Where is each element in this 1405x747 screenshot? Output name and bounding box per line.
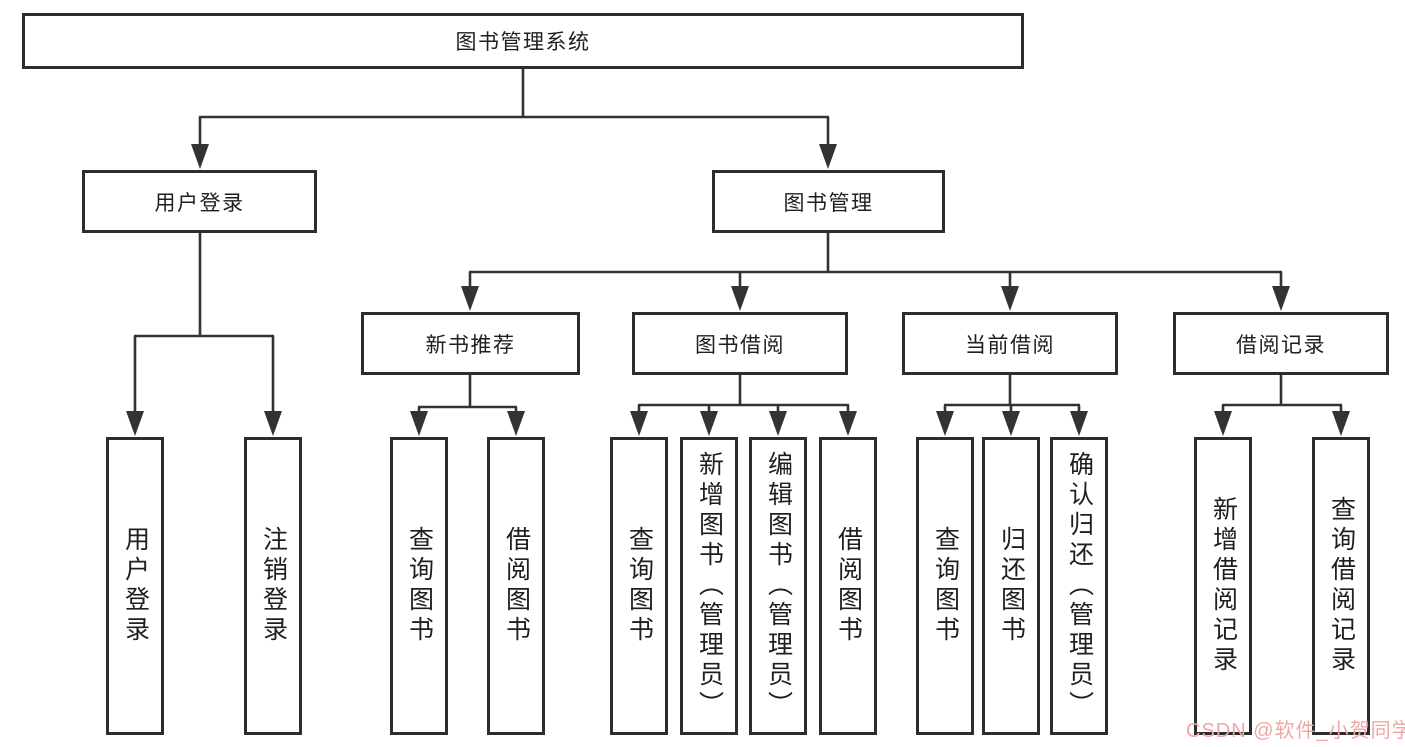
connector-book-management-to-level3	[468, 233, 1283, 288]
node-label: 图书借阅	[695, 333, 785, 357]
arrow-to-leaf-nbr-borrow	[507, 411, 525, 436]
leaf-br-query-record: 查询借阅记录	[1312, 437, 1370, 735]
arrow-to-leaf-bb-edit	[769, 411, 787, 436]
node-label: 用户登录	[154, 191, 245, 215]
connector-current-borrowing-to-leaves	[943, 375, 1081, 413]
connector-user-login-to-leaves	[133, 233, 275, 413]
arrow-to-leaf-br-query	[1332, 411, 1350, 436]
arrow-to-leaf-bb-query	[630, 411, 648, 436]
node-label: 新增图书（管理员）	[695, 451, 724, 721]
arrow-to-borrowing-records	[1272, 286, 1290, 311]
arrow-to-leaf-cb-return	[1002, 411, 1020, 436]
node-library-management-system: 图书管理系统	[22, 13, 1024, 69]
node-label: 用户登录	[121, 526, 150, 646]
arrow-to-book-borrowing	[731, 286, 749, 311]
leaf-cb-confirm-return-admin: 确认归还（管理员）	[1050, 437, 1108, 735]
node-new-book-recommend: 新书推荐	[361, 312, 580, 375]
node-label: 归还图书	[997, 526, 1026, 646]
leaf-bb-add-book-admin: 新增图书（管理员）	[680, 437, 738, 735]
arrow-to-leaf-nbr-query	[410, 411, 428, 436]
leaf-nbr-query-book: 查询图书	[390, 437, 448, 735]
arrow-to-leaf-bb-borrow	[839, 411, 857, 436]
node-label: 查询图书	[931, 526, 960, 646]
arrowheads	[126, 144, 1350, 436]
arrow-to-book-management	[819, 144, 837, 169]
leaf-bb-borrow-book: 借阅图书	[819, 437, 877, 735]
leaf-logout-login: 注销登录	[244, 437, 302, 735]
node-label: 图书管理系统	[455, 31, 591, 54]
node-borrowing-records: 借阅记录	[1173, 312, 1389, 375]
node-label: 当前借阅	[965, 333, 1055, 357]
node-book-borrowing: 图书借阅	[632, 312, 848, 375]
node-label: 图书管理	[783, 191, 874, 215]
arrow-to-leaf-cb-query	[936, 411, 954, 436]
node-label: 新增借阅记录	[1209, 496, 1238, 676]
arrow-to-leaf-bb-add	[700, 411, 718, 436]
node-label: 新书推荐	[425, 333, 516, 357]
connector-root-to-level2	[198, 69, 830, 146]
arrow-to-leaf-logout	[264, 411, 282, 436]
node-label: 查询图书	[405, 526, 434, 646]
node-label: 借阅图书	[502, 526, 531, 646]
leaf-bb-edit-book-admin: 编辑图书（管理员）	[749, 437, 807, 735]
connector-borrowing-records-to-leaves	[1221, 375, 1343, 413]
arrow-to-leaf-cb-confirm	[1070, 411, 1088, 436]
leaf-bb-query-book: 查询图书	[610, 437, 668, 735]
connector-book-borrowing-to-leaves	[637, 375, 850, 413]
node-label: 编辑图书（管理员）	[764, 451, 793, 721]
arrow-to-current-borrowing	[1001, 286, 1019, 311]
node-user-login: 用户登录	[82, 170, 317, 233]
node-label: 注销登录	[259, 526, 288, 646]
connector-new-book-recommend-to-leaves	[417, 375, 518, 413]
leaf-cb-query-book: 查询图书	[916, 437, 974, 735]
arrow-to-user-login	[191, 144, 209, 169]
node-label: 查询图书	[625, 526, 654, 646]
arrow-to-leaf-br-add	[1214, 411, 1232, 436]
node-label: 借阅图书	[834, 526, 863, 646]
node-label: 借阅记录	[1236, 333, 1326, 357]
node-current-borrowing: 当前借阅	[902, 312, 1118, 375]
node-label: 确认归还（管理员）	[1065, 451, 1094, 721]
leaf-user-login: 用户登录	[106, 437, 164, 735]
leaf-cb-return-book: 归还图书	[982, 437, 1040, 735]
arrow-to-new-book-recommend	[461, 286, 479, 311]
node-label: 查询借阅记录	[1327, 496, 1356, 676]
node-book-management: 图书管理	[712, 170, 945, 233]
leaf-br-add-record: 新增借阅记录	[1194, 437, 1252, 735]
leaf-nbr-borrow-book: 借阅图书	[487, 437, 545, 735]
arrow-to-leaf-login	[126, 411, 144, 436]
watermark: CSDN @软件_小贺同学	[1186, 720, 1405, 742]
